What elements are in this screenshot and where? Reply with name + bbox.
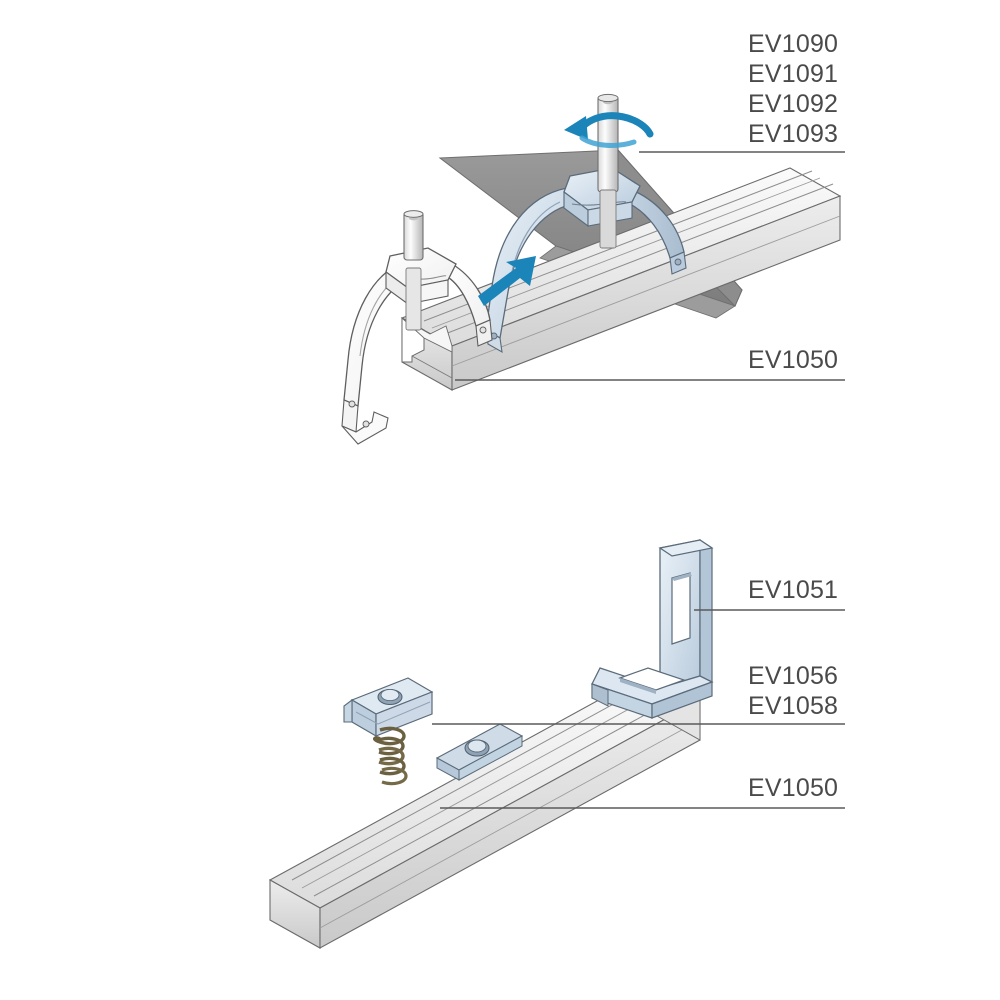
label-ev1051: EV1051: [748, 576, 838, 604]
insertion-arrow: [478, 256, 536, 306]
label-ev1093: EV1093: [748, 120, 838, 148]
lower-assembly: [268, 538, 714, 949]
pipe-clamp-installed: [485, 93, 687, 354]
installed-channel-nut: [435, 723, 524, 781]
threaded-rod-loose: [403, 210, 424, 261]
pipe-clamp-loose: [341, 210, 493, 445]
label-ev1056: EV1056: [748, 662, 838, 690]
label-ev1058: EV1058: [748, 692, 838, 720]
coil-spring: [373, 726, 408, 786]
label-ev1050-bottom: EV1050: [748, 774, 838, 802]
callout-leaders: [432, 151, 845, 809]
label-ev1050-top: EV1050: [748, 346, 838, 374]
channel-rail-lower: [268, 671, 702, 949]
upper-assembly: [341, 93, 842, 445]
rotation-arrow: [564, 112, 654, 148]
spring-channel-nut: [343, 677, 434, 786]
label-ev1091: EV1091: [748, 60, 838, 88]
channel-rail-upper: [400, 167, 842, 391]
angle-bracket: [591, 538, 714, 719]
callout-labels: EV1090 EV1091 EV1092 EV1093 EV1050 EV105…: [748, 30, 838, 802]
label-ev1090: EV1090: [748, 30, 838, 58]
label-ev1092: EV1092: [748, 90, 838, 118]
